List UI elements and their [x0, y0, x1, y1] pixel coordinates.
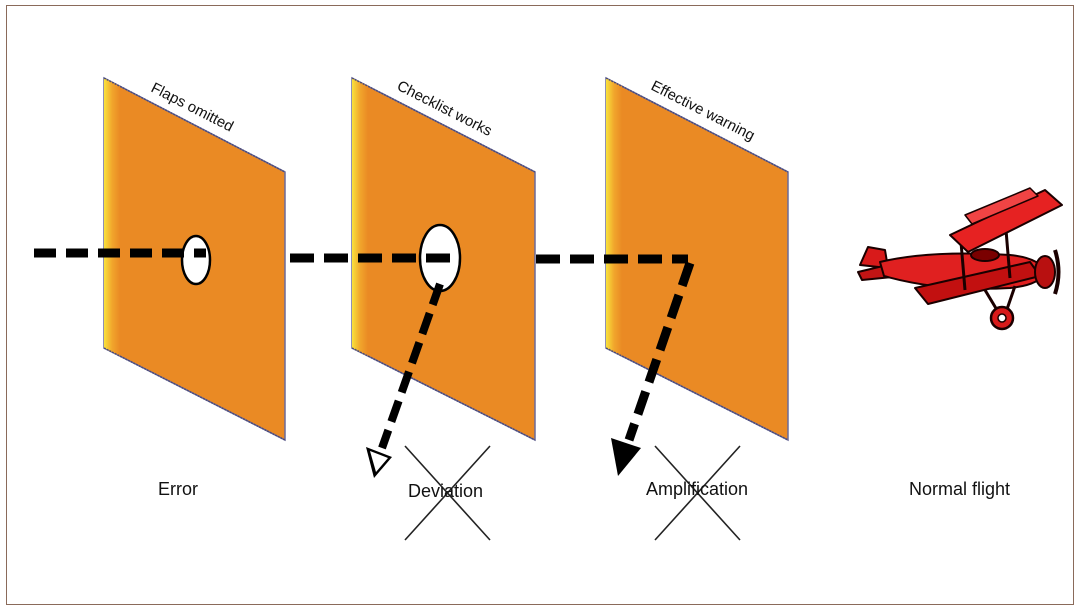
- barrier-3: Effective warning: [605, 76, 789, 442]
- deviation-cross: [404, 445, 491, 541]
- barrier-3-edge: [606, 78, 622, 356]
- barrier-1-hole: [180, 234, 212, 286]
- stage-label-amplification: Amplification: [646, 479, 748, 499]
- amplification-cross: [654, 445, 741, 541]
- barrier-2-edge: [352, 78, 368, 356]
- deviation-branch: [366, 282, 444, 478]
- error-path: [34, 248, 688, 264]
- amplification-branch: [611, 261, 695, 476]
- barrier-1-edge: [104, 78, 120, 356]
- biplane-icon: [857, 187, 1063, 331]
- barrier-1: Flaps omitted: [103, 76, 286, 442]
- stage-label-normal-flight: Normal flight: [909, 479, 1010, 499]
- amplification-arrowhead: [611, 438, 641, 476]
- stage-label-deviation: Deviation: [408, 481, 483, 501]
- barrier-3-plate: [605, 76, 789, 442]
- stage-label-error: Error: [158, 479, 198, 499]
